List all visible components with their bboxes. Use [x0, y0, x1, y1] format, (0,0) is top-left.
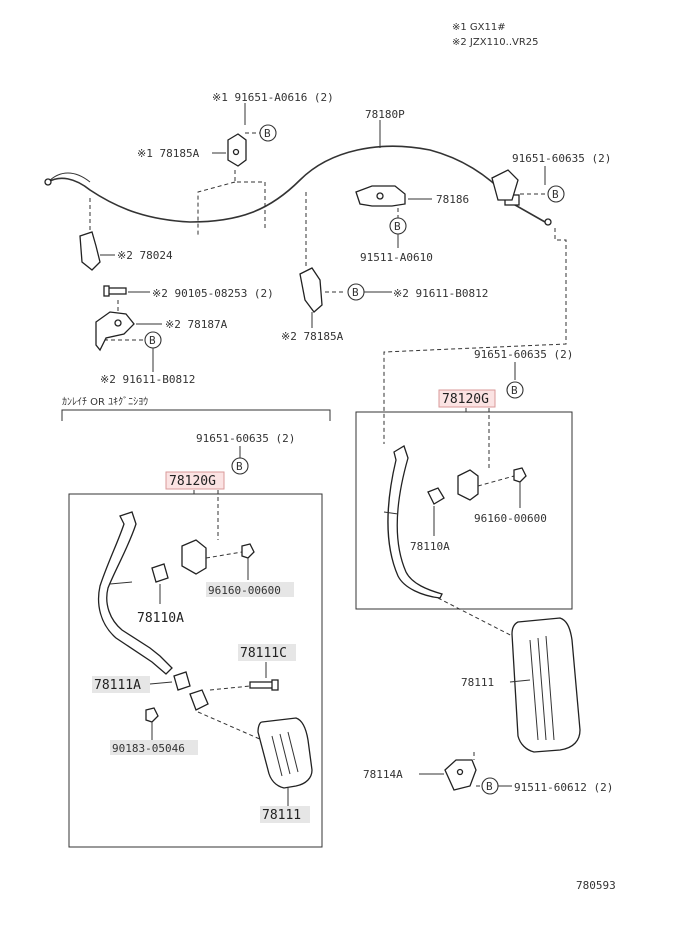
- label-78185a-1: ※1 78185A: [137, 147, 200, 160]
- nut-96160-00600-left[interactable]: [241, 543, 255, 559]
- accelerator-cable[interactable]: [44, 145, 552, 226]
- label-78114a: 78114A: [363, 768, 403, 781]
- label-78180p: 78180P: [365, 108, 405, 121]
- pedal-bracket-right[interactable]: [457, 469, 479, 501]
- callout-b-1: [259, 124, 277, 142]
- label-91611-b0812-mid: ※2 91611-B0812: [393, 287, 488, 300]
- label-78120g-left[interactable]: 78120G: [169, 474, 216, 489]
- highlight-78111-left: [260, 806, 310, 823]
- nut-90183-05046[interactable]: [145, 707, 159, 723]
- label-91511-60612: 91511-60612 (2): [514, 781, 613, 794]
- bolt-90105-08253[interactable]: [103, 285, 127, 297]
- cable-end-bracket[interactable]: [491, 169, 519, 201]
- label-96160-00600-left: 96160-00600: [208, 584, 281, 597]
- callout-b-text: B: [149, 334, 156, 347]
- label-90183-05046: 90183-05046: [112, 742, 185, 755]
- stopper-78111a[interactable]: [173, 671, 191, 691]
- label-90105-08253: ※2 90105-08253 (2): [152, 287, 274, 300]
- label-78024: ※2 78024: [117, 249, 173, 262]
- pin-78111c[interactable]: [249, 679, 279, 691]
- note-gx11: ※1 GX11#: [452, 22, 506, 33]
- label-91651-60635-top: 91651-60635 (2): [512, 152, 611, 165]
- pedal-assembly-box-left: [68, 493, 323, 848]
- spring-78110a-right[interactable]: [427, 487, 445, 505]
- bracket-78114a[interactable]: [444, 759, 477, 791]
- label-91651-60635-right: 91651-60635 (2): [474, 348, 573, 361]
- callout-b-6: [506, 381, 524, 399]
- callout-b-text: B: [394, 220, 401, 233]
- label-96160-00600-right: 96160-00600: [474, 512, 547, 525]
- callout-b-text: B: [486, 780, 493, 793]
- label-78120g-right[interactable]: 78120G: [442, 392, 489, 407]
- callout-b-text: B: [511, 384, 518, 397]
- label-78186: 78186: [436, 193, 469, 206]
- bracket-78186[interactable]: [355, 185, 406, 207]
- label-78111a: 78111A: [94, 678, 141, 693]
- pedal-bracket-left[interactable]: [181, 539, 207, 575]
- highlight-96160-00600-left: [206, 582, 294, 597]
- callout-b-text: B: [236, 460, 243, 473]
- bracket-78187a[interactable]: [95, 311, 135, 352]
- spring-78110a-left[interactable]: [151, 563, 169, 583]
- bracket-78024[interactable]: [79, 231, 101, 271]
- label-78111-right: 78111: [461, 676, 494, 689]
- highlight-78120g-left: [165, 471, 225, 490]
- label-91611-b0812-left: ※2 91611-B0812: [100, 373, 195, 386]
- callout-b-text: B: [352, 286, 359, 299]
- callout-b-text: B: [552, 188, 559, 201]
- section-header: ｶﾝﾚｲﾁ OR ﾕｷｸﾞﾆｼﾖｳ: [62, 396, 148, 408]
- label-78111c: 78111C: [240, 646, 287, 661]
- label-78110a-left: 78110A: [137, 611, 184, 626]
- label-78185a-2: ※2 78185A: [281, 330, 344, 343]
- highlight-78120g-right: [438, 389, 496, 408]
- label-91651-60635-left: 91651-60635 (2): [196, 432, 295, 445]
- label-78110a-right: 78110A: [410, 540, 450, 553]
- label-91651-a0616: ※1 91651-A0616 (2): [212, 91, 334, 104]
- highlight-90183-05046: [110, 740, 198, 755]
- note-jzx110: ※2 JZX110..VR25: [452, 37, 539, 48]
- pedal-spring-left[interactable]: [189, 689, 209, 711]
- callout-b-2: [547, 185, 565, 203]
- bracket-78185a-2[interactable]: [299, 267, 323, 313]
- highlight-78111c: [238, 644, 296, 661]
- pedal-pad-78111-left[interactable]: [257, 717, 313, 789]
- callout-b-8: [231, 457, 249, 475]
- label-78187a: ※2 78187A: [165, 318, 228, 331]
- pedal-assembly-box-right: [355, 411, 573, 610]
- callout-b-text: B: [264, 127, 271, 140]
- pedal-lever-left[interactable]: [97, 511, 173, 675]
- label-91511-a0610: 91511-A0610: [360, 251, 433, 264]
- label-78111-left: 78111: [262, 808, 301, 823]
- bracket-78185a-1[interactable]: [227, 133, 247, 167]
- pedal-pad-78111-right[interactable]: [511, 617, 581, 753]
- diagram-id: 780593: [576, 879, 616, 892]
- nut-96160-00600-right[interactable]: [513, 467, 527, 483]
- pedal-lever-right[interactable]: [387, 445, 443, 599]
- highlight-78111a: [92, 676, 150, 693]
